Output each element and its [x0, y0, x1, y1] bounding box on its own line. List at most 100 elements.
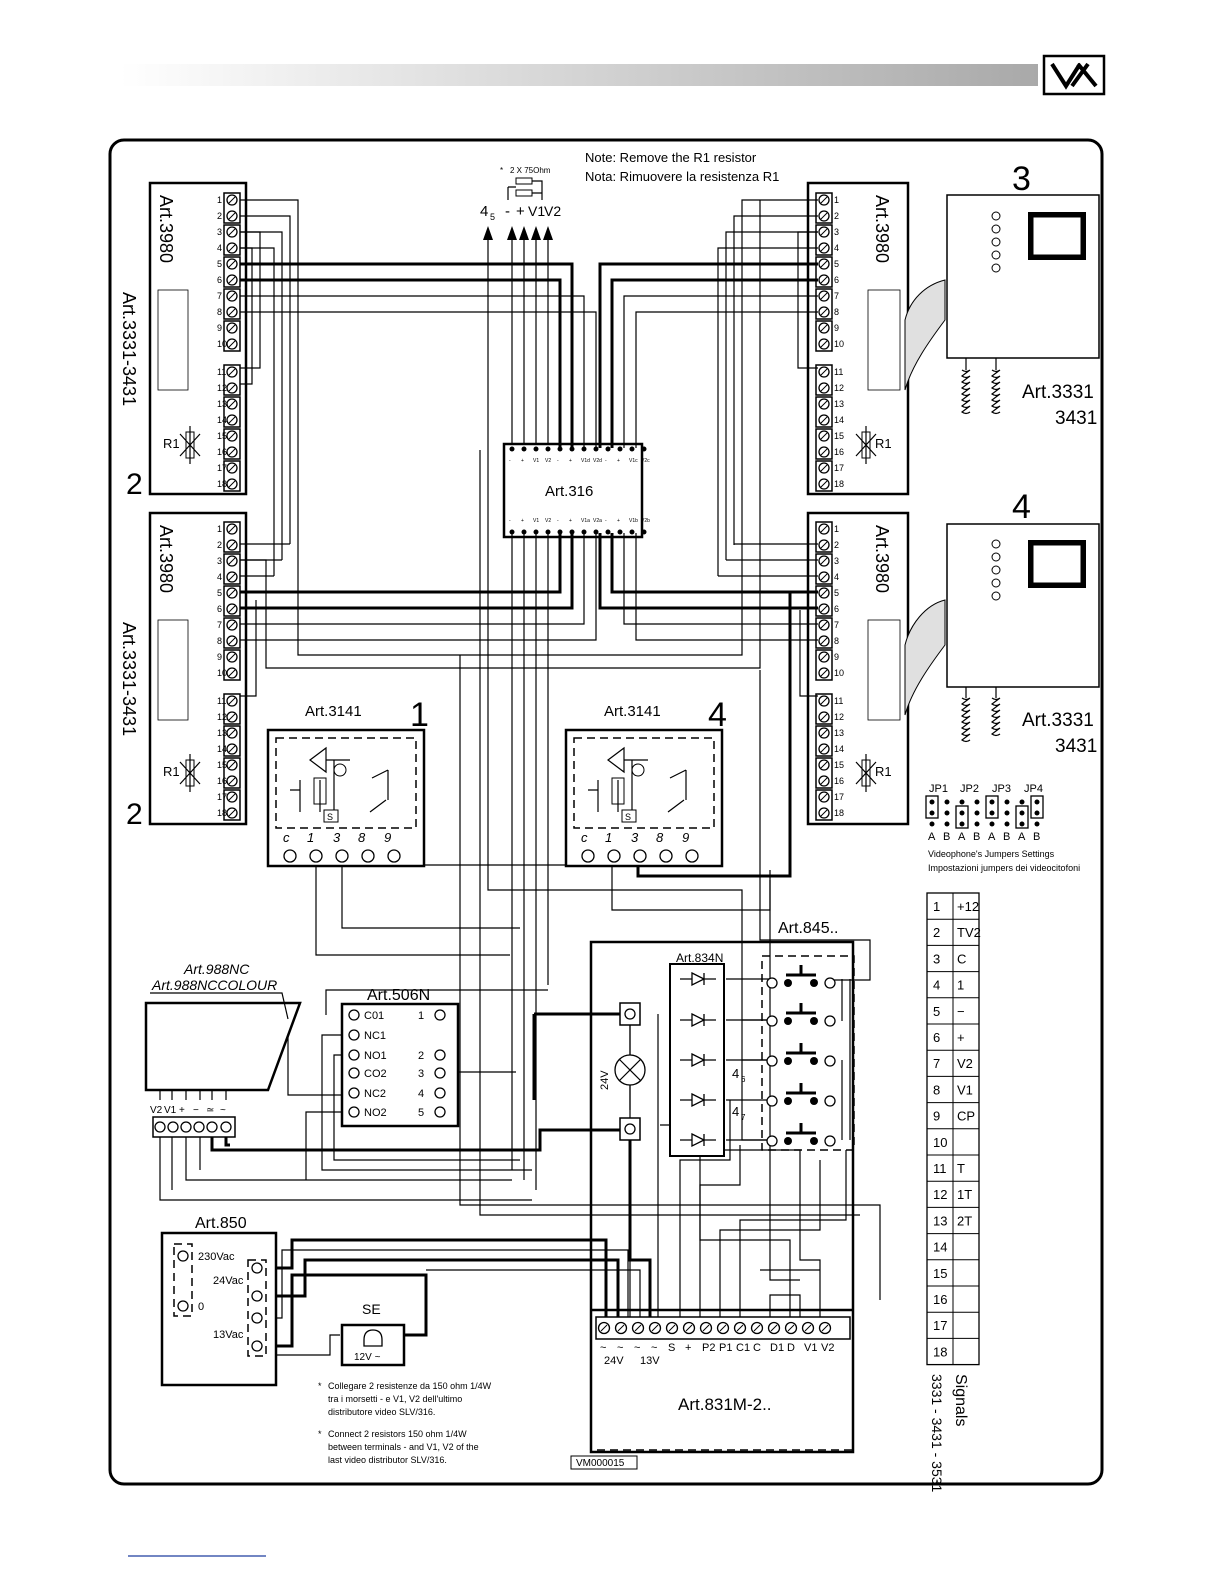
art316-title: Art.316: [545, 483, 593, 500]
signal-name: C: [957, 951, 966, 966]
terminal-number: 17: [834, 792, 844, 802]
terminal-number: 10: [217, 339, 227, 349]
terminal-number: 8: [834, 307, 839, 317]
svg-text:-: -: [505, 203, 510, 220]
art831-terminal-label: C1: [736, 1342, 750, 1354]
art316-pin-label: -: [557, 458, 559, 464]
r1-resistor: [179, 426, 201, 464]
signal-number: 7: [933, 1056, 940, 1071]
svg-text:1: 1: [605, 830, 612, 845]
art831-terminal-label: ~: [634, 1342, 640, 1354]
signal-name: V1: [957, 1082, 973, 1097]
r1-label: R1: [875, 764, 892, 779]
svg-text:Art.988NCCOLOUR: Art.988NCCOLOUR: [151, 977, 277, 993]
signal-number: 4: [933, 978, 940, 993]
art3141-title: Art.3141: [305, 703, 362, 720]
art831-terminal-label: ~: [651, 1342, 657, 1354]
signal-number: 9: [933, 1109, 940, 1124]
signal-number: 5: [933, 1004, 940, 1019]
art316-pin: [617, 446, 623, 452]
svg-text:9: 9: [384, 830, 391, 845]
svg-text:4: 4: [732, 1066, 739, 1081]
svg-text:4: 4: [732, 1104, 739, 1119]
svg-text:~: ~: [220, 1105, 226, 1116]
svg-text:JP2: JP2: [960, 783, 979, 795]
art831-terminal-label: P1: [719, 1342, 732, 1354]
terminal-number: 3: [834, 227, 839, 237]
svg-text:C01: C01: [364, 1010, 384, 1022]
svg-text:5: 5: [490, 212, 495, 222]
svg-text:+: +: [516, 203, 525, 220]
art316-pin: [617, 529, 623, 535]
terminal-number: 15: [834, 431, 844, 441]
top-bus-arrows: [483, 226, 553, 450]
terminal-number: 3: [217, 227, 222, 237]
art316-pin: [545, 446, 551, 452]
terminal-number: 7: [834, 620, 839, 630]
videophone-top: 3 Art.3331 3431: [904, 160, 1100, 429]
art316-pin-label: V2: [545, 458, 551, 464]
svg-text:+: +: [179, 1105, 185, 1116]
art831-terminal-label: ~: [617, 1342, 623, 1354]
terminal-number: 16: [217, 447, 227, 457]
art316-pin-label: -: [605, 518, 607, 524]
svg-text:12V ~: 12V ~: [354, 1352, 381, 1363]
art3141-title: Art.3141: [604, 703, 661, 720]
art316-pin-label: +: [521, 518, 524, 524]
terminal-number: 18: [834, 808, 844, 818]
terminal-number: 14: [217, 415, 227, 425]
art316-pin: [641, 446, 647, 452]
r1-label: R1: [163, 764, 180, 779]
model-label: Art.3331-3431: [119, 622, 139, 736]
art3141-left: Art.3141 1 S c 1 3 8 9: [266, 696, 429, 868]
terminal-number: 18: [834, 479, 844, 489]
terminal-number: 1: [834, 524, 839, 534]
terminal-number: 11: [217, 696, 226, 706]
signal-name: TV2: [957, 925, 981, 940]
art850-transformer: Art.850 230Vac 0 24Vac 13Vac: [160, 1215, 278, 1387]
svg-text:4: 4: [480, 203, 488, 220]
art316-pin: [533, 446, 539, 452]
art3980-title: Art.3980: [156, 195, 176, 263]
art316-pin-label: -: [605, 458, 607, 464]
svg-text:JP4: JP4: [1024, 783, 1043, 795]
art316-pin-label: V2b: [641, 518, 650, 524]
lamp-24v: 24V: [599, 1002, 646, 1141]
svg-text:between terminals - and V1, V2: between terminals - and V1, V2 of the: [328, 1442, 479, 1452]
art316-pin: [533, 529, 539, 535]
signal-name: V2: [957, 1056, 973, 1071]
svg-text:Videophone's Jumpers Settings: Videophone's Jumpers Settings: [928, 849, 1055, 859]
group-index: 2: [126, 468, 143, 501]
top-note: Note: Remove the R1 resistor Nota: Rimuo…: [500, 150, 779, 200]
art3980-title: Art.3980: [872, 525, 892, 593]
terminal-number: 9: [834, 323, 839, 333]
signal-number: 12: [933, 1187, 947, 1202]
svg-text:230Vac: 230Vac: [198, 1251, 235, 1263]
art831-terminal-label: ~: [600, 1342, 606, 1354]
terminal-number: 4: [834, 243, 839, 253]
signal-name: −: [957, 1004, 965, 1019]
terminal-number: 5: [217, 588, 222, 598]
art316-pin-label: V2a: [593, 518, 602, 524]
svg-text:JP1: JP1: [929, 783, 948, 795]
terminal-number: 9: [834, 652, 839, 662]
art316-pin-label: V1: [533, 518, 539, 524]
svg-text:Impostazioni jumpers dei video: Impostazioni jumpers dei videocitofoni: [928, 863, 1080, 873]
svg-text:3431: 3431: [1055, 736, 1097, 757]
r1-label: R1: [163, 436, 180, 451]
svg-text:7: 7: [741, 1113, 746, 1122]
svg-text:0: 0: [198, 1301, 204, 1313]
art316-pin-label: V1a: [581, 518, 590, 524]
signal-name: 1T: [957, 1187, 972, 1202]
terminal-number: 10: [834, 339, 844, 349]
terminal-number: 6: [834, 604, 839, 614]
terminal-number: 6: [217, 275, 222, 285]
svg-text:S: S: [327, 812, 333, 822]
vx-logo: [1042, 54, 1106, 96]
art316-pin: [593, 446, 599, 452]
terminal-number: 18: [217, 479, 227, 489]
terminal-number: 2: [834, 540, 839, 550]
jumper-cap: [985, 795, 999, 819]
svg-text:SE: SE: [362, 1301, 381, 1317]
